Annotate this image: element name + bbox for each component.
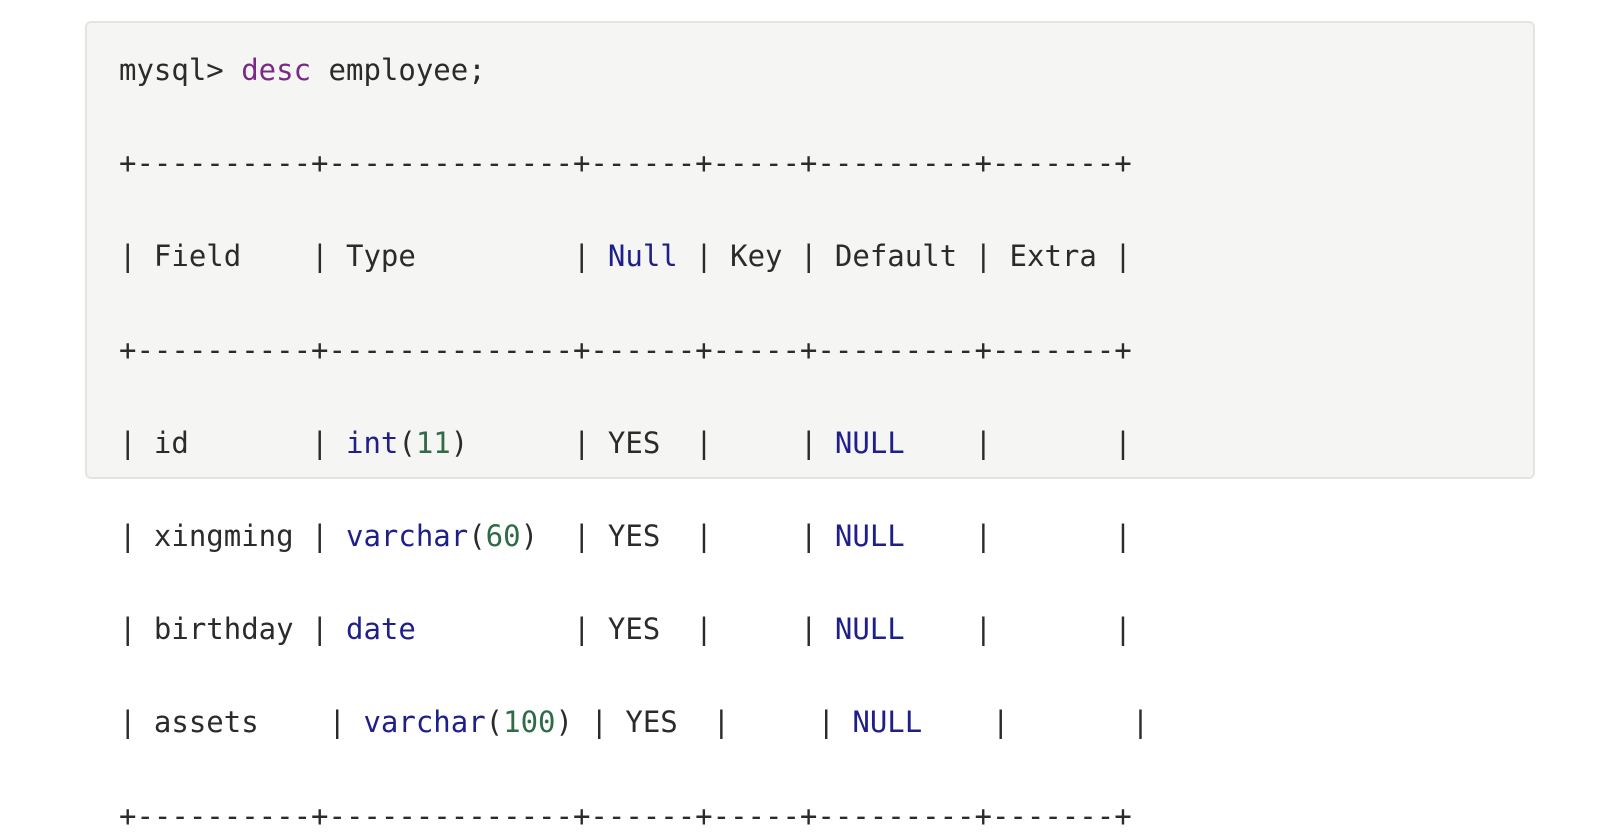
table-row: | assets | varchar(100) | YES | | NULL |… [119,699,1149,746]
row-paren: ( [468,519,485,553]
table-border-mid: +----------+--------------+------+-----+… [119,327,1149,374]
row-sep: | | [905,612,1132,646]
row-sep: | | [922,705,1149,739]
command-rest: employee; [311,53,486,87]
header-sep: | [119,239,154,273]
row-default: NULL [835,426,905,460]
row-paren: ( [398,426,415,460]
table-row: | id | int(11) | YES | | NULL | | [119,420,1149,467]
desc-keyword: desc [241,53,311,87]
header-sep: | [783,239,835,273]
header-default: Default [835,239,957,273]
header-sep: | [678,239,730,273]
row-null: YES [625,705,677,739]
table-border-top: +----------+--------------+------+-----+… [119,140,1149,187]
row-null: YES [608,519,660,553]
row-sep: | [468,426,608,460]
row-default: NULL [852,705,922,739]
row-type: date [346,612,416,646]
table-row: | birthday | date | YES | | NULL | | [119,606,1149,653]
header-field: Field [154,239,241,273]
row-field: | assets | [119,705,363,739]
row-field: | xingming | [119,519,346,553]
row-null: YES [608,426,660,460]
table-row: | xingming | varchar(60) | YES | | NULL … [119,513,1149,560]
code-block: mysql> desc employee; +----------+------… [85,21,1535,479]
row-field: | birthday | [119,612,346,646]
table-header-row: | Field | Type | Null | Key | Default | … [119,233,1149,280]
row-default: NULL [835,519,905,553]
row-sep: | | [660,519,835,553]
row-sep: | | [905,519,1132,553]
row-paren: ) [451,426,468,460]
sql-output: mysql> desc employee; +----------+------… [119,47,1149,839]
row-field: | id | [119,426,346,460]
row-type: varchar [346,519,468,553]
row-size: 11 [416,426,451,460]
row-size: 60 [486,519,521,553]
header-null: Null [608,239,678,273]
header-key: Key [730,239,782,273]
row-size: 100 [503,705,555,739]
header-sep: | [416,239,608,273]
mysql-prompt: mysql> [119,53,241,87]
row-default: NULL [835,612,905,646]
table-border-bottom: +----------+--------------+------+-----+… [119,793,1149,839]
row-sep: | | [660,426,835,460]
row-sep: | [573,705,625,739]
header-type: Type [346,239,416,273]
row-sep: | | [905,426,1132,460]
row-type: varchar [363,705,485,739]
row-sep: | | [660,612,835,646]
row-null: YES [608,612,660,646]
header-sep: | [1097,239,1132,273]
row-paren: ) [556,705,573,739]
row-sep: | | [678,705,853,739]
row-sep: | [416,612,608,646]
header-sep: | [241,239,346,273]
row-paren: ) [521,519,538,553]
header-sep: | [957,239,1009,273]
header-extra: Extra [1010,239,1097,273]
row-paren: ( [486,705,503,739]
command-line: mysql> desc employee; [119,47,1149,94]
row-type: int [346,426,398,460]
row-sep: | [538,519,608,553]
